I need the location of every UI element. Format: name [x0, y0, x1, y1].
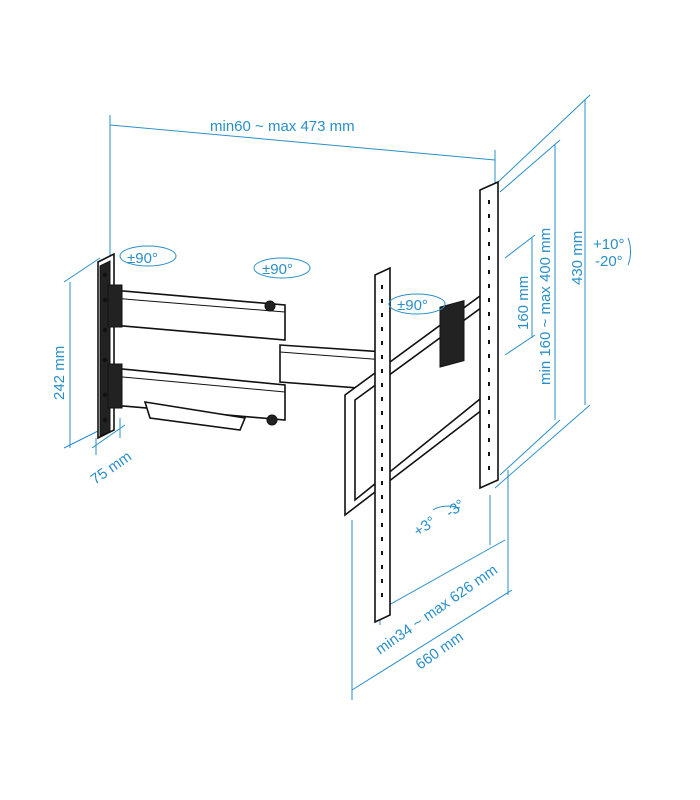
- arm-swivel-indicator: ±90°: [253, 257, 311, 279]
- tv-plate-height-label: 430 mm: [569, 231, 586, 285]
- rotation-indicator: +3° -3°: [411, 496, 469, 540]
- arm-swivel-label: ±90°: [262, 261, 293, 278]
- reach-label: min60 ~ max 473 mm: [210, 118, 355, 135]
- rotate-left-label: +3°: [411, 513, 440, 540]
- tilt-down-label: -20°: [595, 253, 623, 270]
- wall-swivel-label: ±90°: [127, 250, 158, 267]
- wall-plate-height-label: 242 mm: [51, 346, 68, 400]
- tilt-indicator: +10° -20°: [593, 236, 632, 270]
- rotate-right-label: -3°: [443, 496, 469, 521]
- wall-plate: [97, 252, 115, 440]
- tv-plate: [344, 180, 499, 624]
- mount-arms: [107, 284, 386, 431]
- vesa-vertical-range-label: min 160 ~ max 400 mm: [537, 228, 554, 385]
- head-swivel-label: ±90°: [397, 297, 428, 314]
- wall-plate-width-label: 75 mm: [88, 448, 135, 488]
- wall-swivel-indicator: ±90°: [119, 245, 177, 267]
- dimension-lines: [63, 94, 591, 700]
- vesa-vertical-min-label: 160 mm: [515, 276, 532, 330]
- head-swivel-indicator: ±90°: [388, 293, 446, 315]
- tilt-up-label: +10°: [593, 236, 624, 253]
